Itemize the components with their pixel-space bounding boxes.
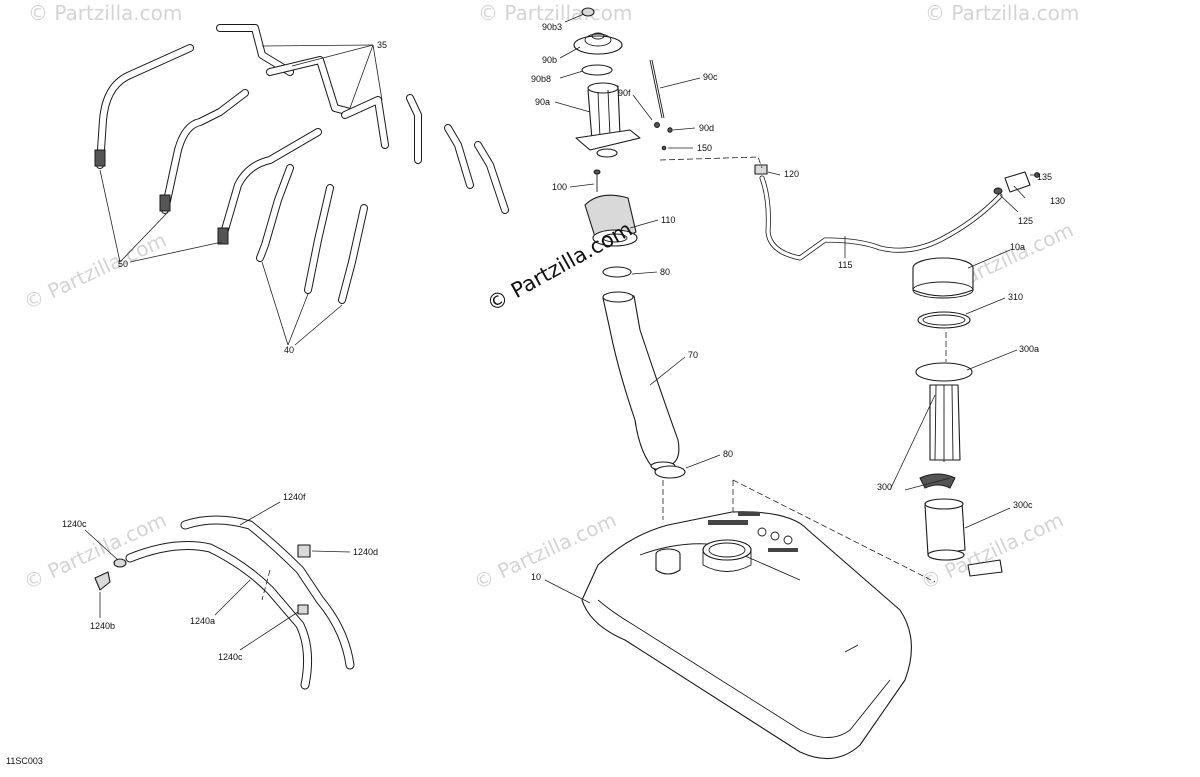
- part-150: [661, 145, 667, 151]
- part-1240c-clamp: [113, 558, 127, 568]
- filler-neck-assembly: [573, 7, 686, 479]
- part-80-bottom: [654, 465, 686, 479]
- part-130: [1004, 171, 1031, 193]
- faint-watermarks: © Partzilla.com © Partzilla.com © Partzi…: [20, 1, 1079, 595]
- vent-lines-assembly: [94, 515, 355, 690]
- part-310: [917, 311, 971, 329]
- callout-300c: 300c: [1013, 500, 1033, 510]
- part-90c: [649, 59, 663, 119]
- part-80-top: [602, 266, 632, 278]
- part-120: [754, 164, 768, 175]
- part-90d: [667, 127, 673, 133]
- callout-1240c-bottom: 1240c: [218, 652, 243, 662]
- watermark-faint: © Partzilla.com: [20, 228, 170, 315]
- watermark-faint: © Partzilla.com: [925, 1, 1079, 25]
- callout-135: 135: [1037, 172, 1052, 182]
- pump-float-arm: [967, 559, 1003, 577]
- callout-10: 10: [531, 572, 541, 582]
- callout-1240b: 1240b: [90, 621, 115, 631]
- callout-300: 300: [877, 482, 892, 492]
- strap-clip: [94, 149, 106, 167]
- callout-1240c-top: 1240c: [62, 519, 87, 529]
- dashed-connections: [261, 156, 947, 601]
- callout-90c: 90c: [703, 72, 718, 82]
- part-70: [602, 292, 680, 471]
- callout-90a: 90a: [535, 97, 550, 107]
- callout-1240d: 1240d: [353, 547, 378, 557]
- part-300a: [915, 362, 973, 382]
- callout-110: 110: [661, 215, 675, 225]
- callout-130: 130: [1050, 196, 1065, 206]
- fuel-pump-assembly: [912, 257, 1003, 577]
- callout-90b: 90b: [542, 55, 557, 65]
- callout-150: 150: [697, 143, 712, 153]
- fuel-tank: [581, 511, 912, 760]
- callout-300a: 300a: [1019, 344, 1039, 354]
- part-1240a: [125, 541, 313, 690]
- leader-lines: [84, 13, 1036, 651]
- part-90b8: [581, 64, 613, 76]
- watermark-faint: © Partzilla.com: [28, 1, 182, 25]
- callout-120: 120: [784, 169, 799, 179]
- callout-125: 125: [1018, 216, 1033, 226]
- strap-clip: [159, 194, 171, 212]
- part-300c: [924, 501, 966, 556]
- callout-35: 35: [377, 40, 387, 50]
- part-115: [759, 175, 1003, 261]
- callout-115: 115: [838, 260, 852, 270]
- callout-80-top: 80: [660, 267, 670, 277]
- strap-clip: [217, 227, 229, 245]
- callout-90b8: 90b8: [531, 74, 551, 84]
- callout-310: 310: [1008, 292, 1023, 302]
- callout-labels: 35 50 40 90b3 90b 90b8 90a 90f 90c 90d 1…: [62, 22, 1065, 662]
- part-1240b: [94, 571, 111, 591]
- part-90b: [573, 35, 623, 55]
- part-1240c-connector: [297, 604, 309, 615]
- part-1240d: [297, 544, 311, 558]
- callout-1240f: 1240f: [283, 492, 306, 502]
- callout-40: 40: [284, 345, 294, 355]
- callout-100: 100: [552, 182, 567, 192]
- callout-80-bottom: 80: [723, 449, 733, 459]
- diagram-ref-code: 11SC003: [6, 756, 43, 766]
- watermark-faint: © Partzilla.com: [478, 1, 632, 25]
- strap-group: [94, 24, 509, 304]
- callout-90b3: 90b3: [542, 22, 562, 32]
- callout-90f: 90f: [618, 88, 631, 98]
- part-90b3: [581, 7, 595, 17]
- part-125: [993, 187, 1003, 195]
- filler-flange: [575, 129, 641, 151]
- vent-hose-assembly: [754, 164, 1040, 261]
- tank-molding-marks: [708, 512, 798, 552]
- callout-70: 70: [688, 350, 698, 360]
- callout-10a: 10a: [1010, 242, 1025, 252]
- callout-90d: 90d: [699, 123, 714, 133]
- part-90f: [654, 122, 660, 128]
- callout-50: 50: [118, 259, 128, 269]
- callout-1240a: 1240a: [190, 616, 215, 626]
